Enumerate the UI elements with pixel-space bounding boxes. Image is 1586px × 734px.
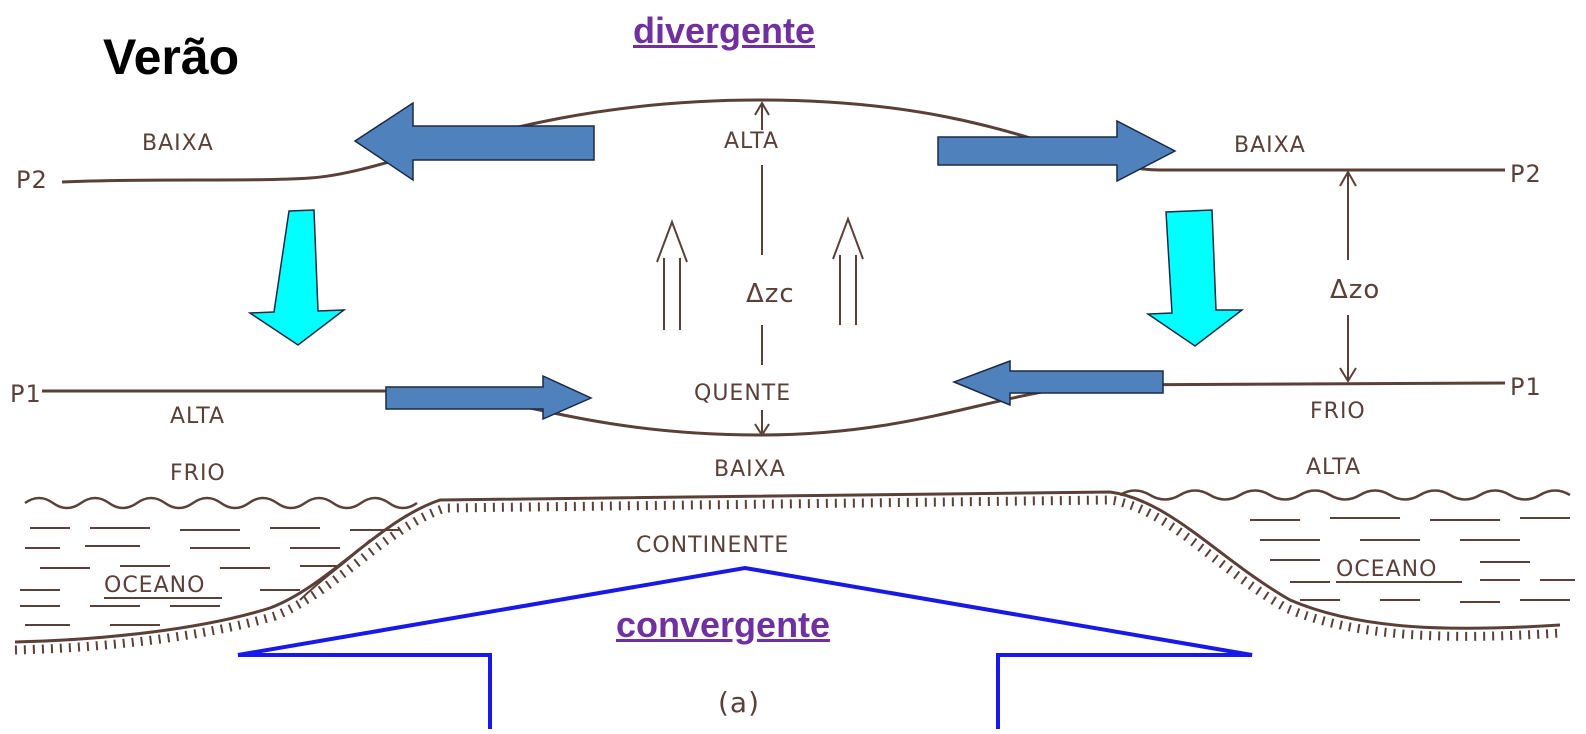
- caption: (a): [718, 686, 760, 719]
- label-p1-left: P1: [10, 380, 42, 408]
- label-p1-right: P1: [1510, 373, 1542, 401]
- sinking-arrow-left: [247, 209, 347, 346]
- label-continente: CONTINENTE: [636, 533, 789, 558]
- label-oceano-left: OCEANO: [104, 573, 205, 598]
- label-p2-left: P2: [16, 166, 48, 194]
- convergent-label: convergente: [616, 604, 831, 645]
- continent-profile: [14, 490, 1561, 644]
- ocean-right-waves: [1119, 489, 1571, 501]
- ocean-right-water: [1250, 517, 1575, 603]
- ocean-left-water: [20, 527, 400, 626]
- label-upper-left-baixa: BAIXA: [142, 131, 214, 156]
- rising-air-arrow-right: [832, 216, 864, 325]
- label-lower-right-frio: FRIO: [1310, 399, 1366, 424]
- page-title: Verão: [103, 29, 240, 85]
- flow-arrow-upper-right: [937, 119, 1177, 183]
- divergent-label: divergente: [633, 10, 816, 51]
- rising-air-arrow-left: [656, 219, 688, 330]
- label-lower-center-baixa: BAIXA: [714, 457, 786, 482]
- flow-arrow-lower-right: [951, 359, 1164, 407]
- label-lower-left-frio: FRIO: [170, 461, 226, 486]
- ocean-left-waves: [24, 496, 418, 510]
- label-lower-center-quente: QUENTE: [694, 381, 791, 406]
- label-upper-right-baixa: BAIXA: [1234, 133, 1306, 158]
- label-p2-right: P2: [1510, 160, 1542, 188]
- convergence-outline-arrow: [237, 565, 1253, 729]
- flow-arrow-lower-left: [385, 374, 593, 421]
- label-lower-right-alta: ALTA: [1306, 455, 1361, 480]
- label-delta-zc: Δzc: [746, 279, 795, 309]
- sinking-arrow-right: [1145, 209, 1245, 347]
- flow-arrow-upper-left: [353, 101, 595, 182]
- label-upper-center-alta: ALTA: [724, 129, 779, 154]
- label-oceano-right: OCEANO: [1336, 557, 1437, 582]
- label-delta-zo: Δzo: [1330, 275, 1380, 305]
- label-lower-left-alta: ALTA: [170, 404, 225, 429]
